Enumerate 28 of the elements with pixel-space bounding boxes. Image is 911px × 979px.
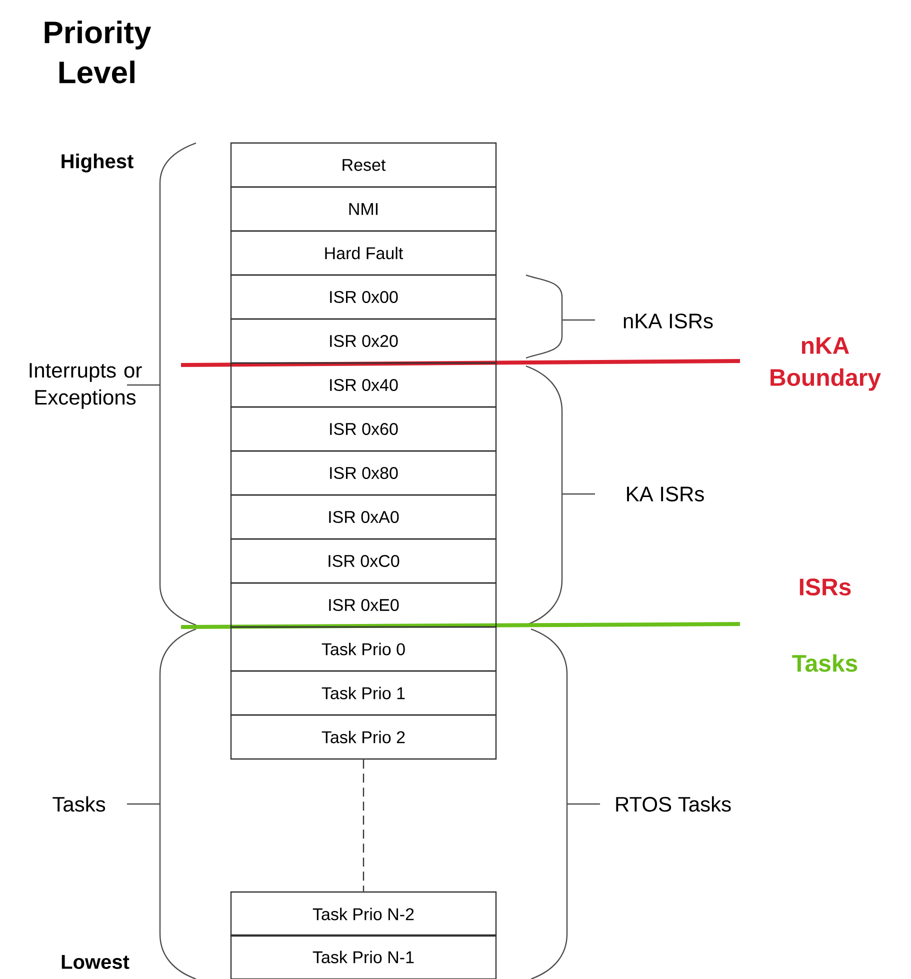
bracket-label: Interrupts or Exceptions	[30, 363, 142, 409]
priority-label: Lowest	[62, 955, 130, 969]
boundary-label: ISRs	[800, 578, 851, 596]
priority-box: ISR 0x60	[230, 406, 497, 452]
priority-box: ISR 0xE0	[230, 582, 497, 628]
boundary-label: Tasks	[792, 654, 858, 672]
bracket-label: RTOS Tasks	[616, 796, 731, 812]
dashed-connector	[362, 760, 364, 892]
priority-box: Task Prio 2	[230, 714, 497, 760]
priority-box: ISR 0xA0	[230, 494, 497, 540]
priority-box: ISR 0xC0	[230, 538, 497, 584]
priority-box: Task Prio N-1	[230, 934, 497, 979]
bracket-label: nKA ISRs	[624, 314, 713, 328]
priority-box: NMI	[230, 186, 497, 232]
boundary-label: nKA Boundary	[770, 337, 881, 391]
priority-box: Task Prio N-2	[230, 891, 497, 937]
bracket-label: KA ISRs	[627, 486, 704, 502]
priority-box: Task Prio 0	[230, 626, 497, 672]
priority-box: Reset	[230, 142, 497, 188]
bracket-label: Tasks	[52, 796, 106, 812]
title: Priority Level	[44, 20, 152, 84]
priority-box: ISR 0x20	[230, 318, 497, 364]
priority-box: Hard Fault	[230, 230, 497, 276]
priority-box: ISR 0x40	[230, 362, 497, 408]
priority-box: ISR 0x00	[230, 274, 497, 320]
priority-box: Task Prio 1	[230, 670, 497, 716]
priority-label: Highest	[62, 154, 134, 172]
priority-box: ISR 0x80	[230, 450, 497, 496]
